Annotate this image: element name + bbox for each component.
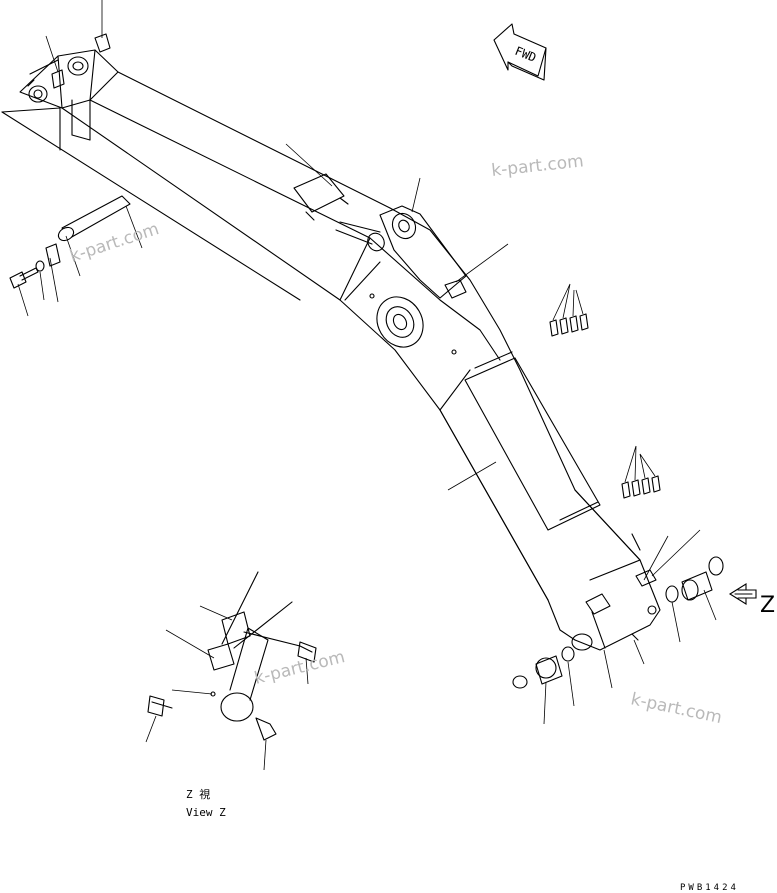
watermark-4: k-part.com [629, 689, 724, 728]
view-marker-label: Z [760, 593, 775, 618]
leader-lines [17, 0, 717, 771]
shim-stack-lower [621, 475, 661, 499]
fwd-direction-arrow: FWD [493, 23, 547, 81]
watermark-3: k-part.com [252, 647, 347, 689]
shim-stack-upper [549, 313, 589, 337]
watermark-1: k-part.com [490, 151, 584, 181]
view-z-detail [147, 571, 317, 741]
boom-body [1, 33, 661, 651]
fwd-label: FWD [513, 44, 538, 65]
view-caption-en: View Z [186, 806, 226, 819]
view-caption-jp: Z 視 [186, 787, 210, 801]
drawing-code: PWB1424 [680, 883, 739, 893]
view-z-arrow: Z [728, 583, 775, 618]
loose-parts [9, 195, 724, 689]
watermark-2: k-part.com [67, 219, 161, 267]
